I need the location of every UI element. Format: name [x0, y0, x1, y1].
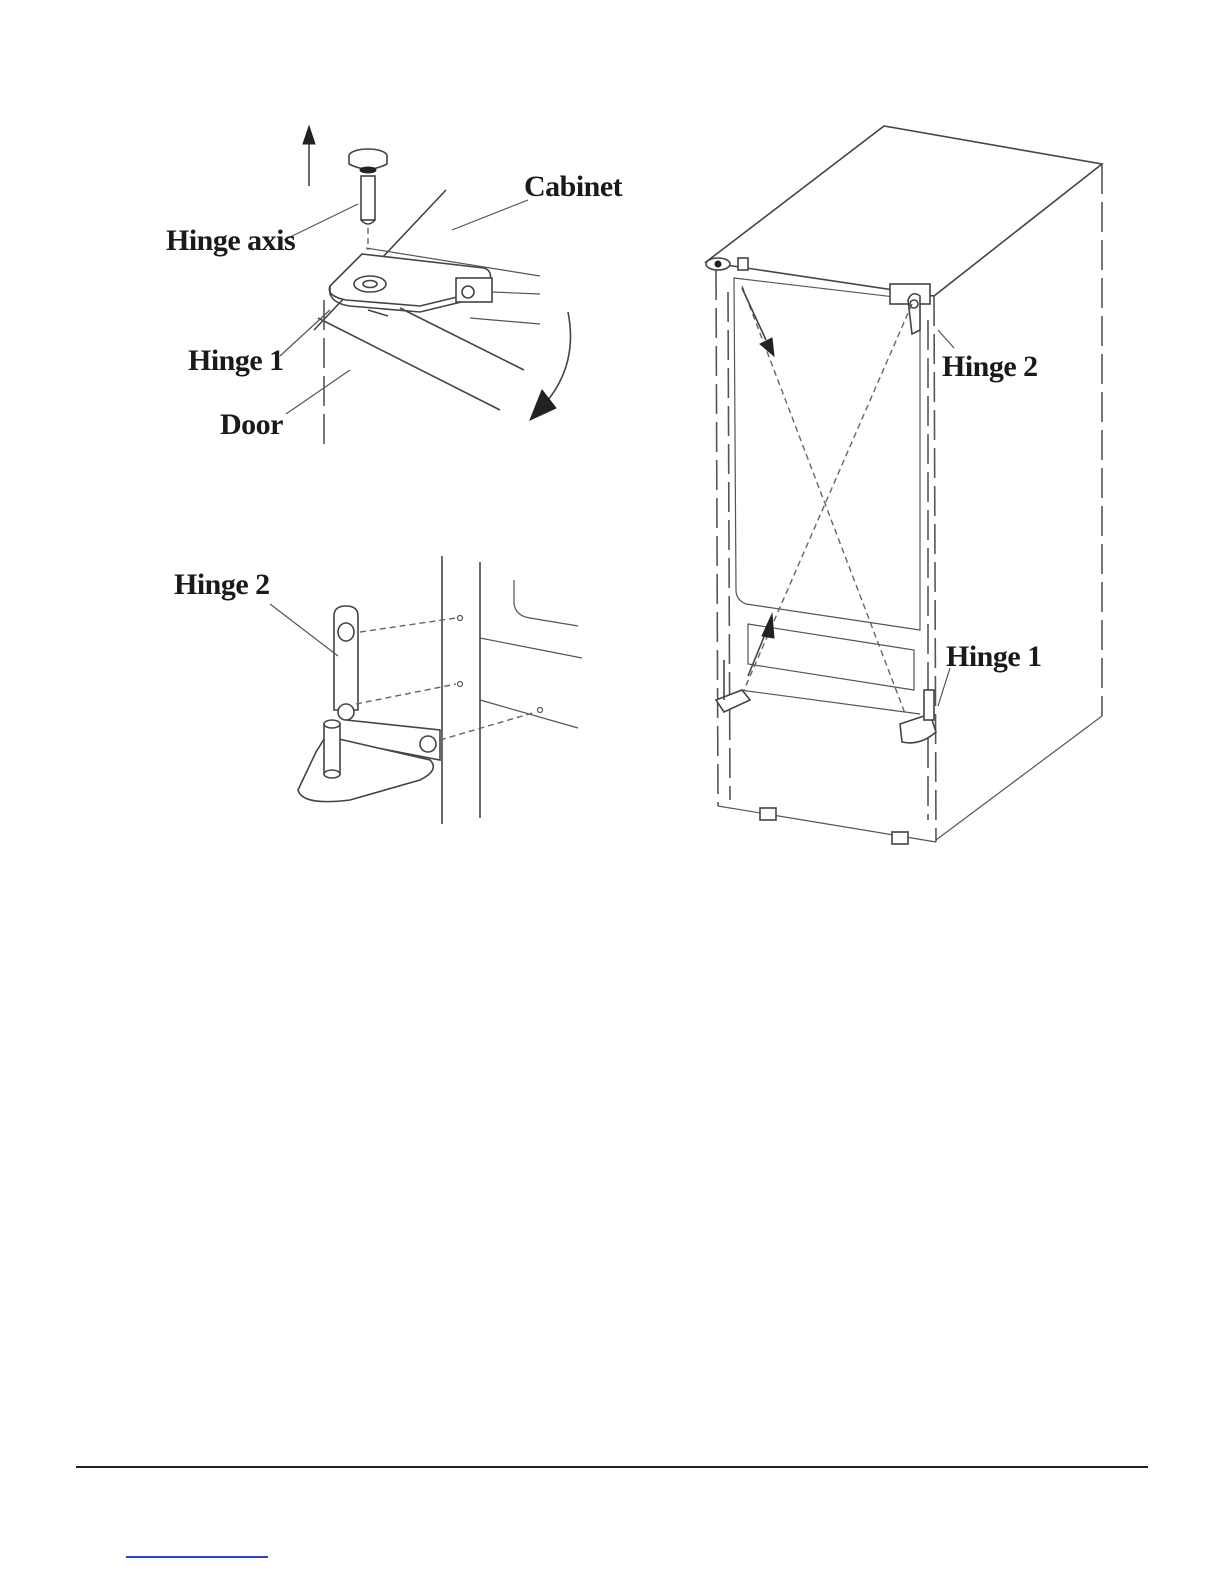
leader-door — [286, 370, 350, 414]
footer-divider — [76, 1466, 1148, 1468]
hinge-1-plate — [329, 254, 492, 316]
hinge-bottom-left — [716, 660, 750, 712]
label-hinge-1-right: Hinge 1 — [946, 640, 1042, 673]
door-edge — [318, 300, 524, 450]
leader-hinge-2-right — [938, 330, 954, 348]
leader-hinge-2-bottom — [270, 604, 338, 656]
rotate-arrow-icon — [530, 312, 571, 420]
hinge-1-bottom-right — [900, 690, 936, 743]
hinge-detail-bottom: Hinge 2 — [174, 556, 582, 824]
hinge-2-bracket — [334, 606, 440, 760]
label-hinge-1-top: Hinge 1 — [188, 344, 284, 377]
move-arrow-up-icon — [748, 614, 774, 676]
label-hinge-2-right: Hinge 2 — [942, 350, 1038, 383]
leader-cabinet — [452, 200, 528, 230]
cabinet-overview: Hinge 2 Hinge 1 — [706, 126, 1102, 844]
leader-hinge-1-right — [938, 668, 950, 706]
label-door: Door — [220, 408, 283, 441]
hinge-axis-pin — [349, 149, 387, 250]
leader-hinge-1 — [280, 310, 330, 356]
label-hinge-2-bottom: Hinge 2 — [174, 568, 270, 601]
label-hinge-axis: Hinge axis — [166, 224, 295, 257]
cabinet-edge — [314, 190, 540, 330]
footer-link-underline[interactable] — [126, 1556, 268, 1558]
up-arrow-icon — [303, 126, 315, 186]
hinge-detail-top: Hinge axis Cabinet Hinge 1 Door — [166, 126, 623, 450]
label-cabinet: Cabinet — [524, 170, 623, 203]
move-arrow-down-icon — [742, 288, 774, 356]
